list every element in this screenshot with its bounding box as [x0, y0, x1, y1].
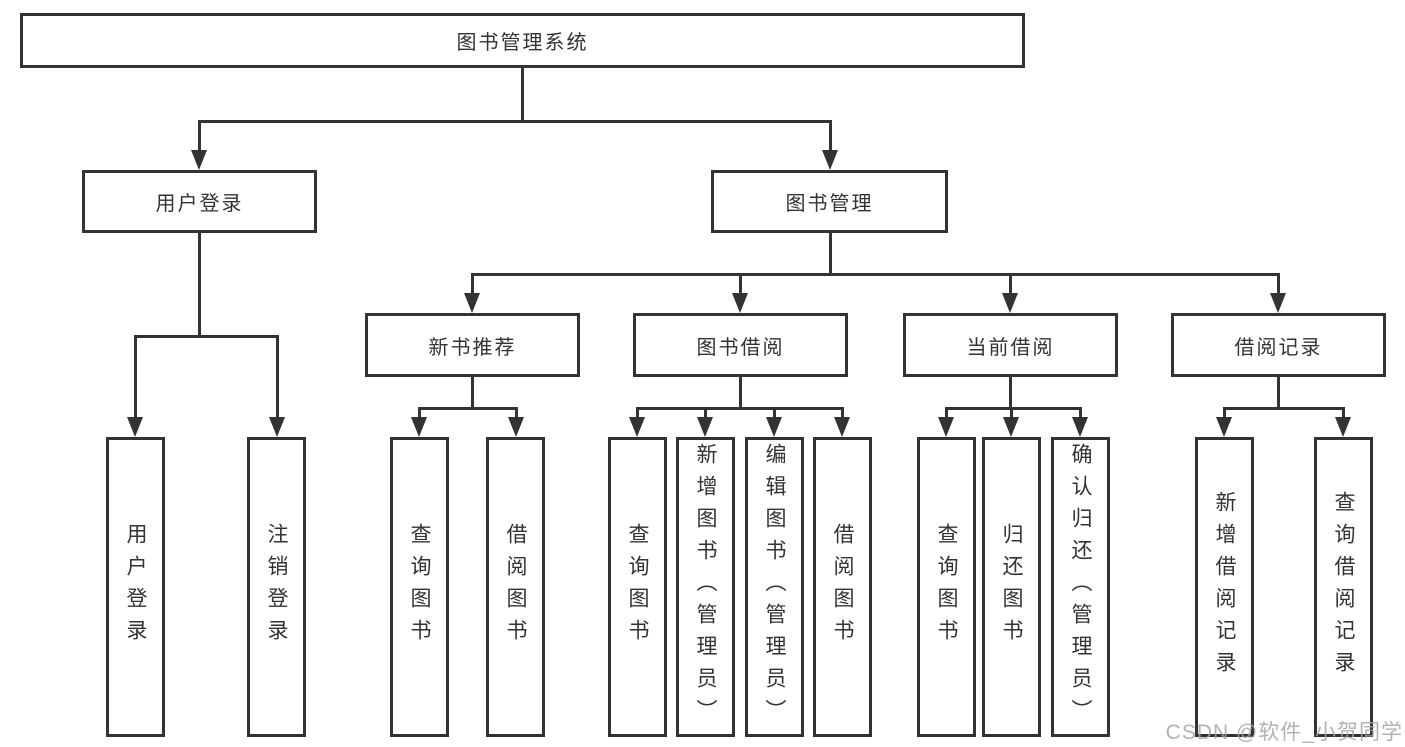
- node-borrow-records: 借阅记录: [1171, 313, 1386, 377]
- leaf-rec-query-books-label: 查询图书: [408, 523, 431, 651]
- arrow-down-icon: [629, 417, 645, 437]
- arrow-down-icon: [127, 417, 143, 437]
- connector-userlogin-vline: [198, 233, 201, 335]
- node-borrow-records-label: 借阅记录: [1234, 336, 1323, 359]
- watermark: CSDN @软件_小贺同学: [1165, 721, 1403, 744]
- leaf-cb-confirm-return-label: 确认归还（管理员）: [1069, 443, 1092, 731]
- connector-bookmgmt-hline: [471, 273, 1280, 276]
- arrow-down-icon: [411, 417, 427, 437]
- connector-currentborrow-hline: [945, 407, 1082, 410]
- leaf-cb-return-books: 归还图书: [982, 437, 1041, 737]
- leaf-user-login-label: 用户登录: [124, 523, 147, 651]
- arrow-down-icon: [1270, 293, 1286, 313]
- arrow-down-icon: [508, 417, 524, 437]
- leaf-rec-borrow-books: 借阅图书: [486, 437, 545, 737]
- connector-userlogin-hline: [135, 335, 279, 338]
- arrow-down-icon: [1335, 417, 1351, 437]
- leaf-br-query-record-label: 查询借阅记录: [1332, 491, 1355, 683]
- connector-bookmgmt-vline: [829, 233, 832, 273]
- leaf-logout: 注销登录: [247, 437, 306, 737]
- arrow-down-icon: [191, 150, 207, 170]
- node-root: 图书管理系统: [20, 13, 1025, 68]
- node-new-book-rec-label: 新书推荐: [428, 336, 517, 359]
- leaf-br-add-record-label: 新增借阅记录: [1213, 491, 1236, 683]
- leaf-bb-add-books: 新增图书（管理员）: [676, 437, 735, 737]
- connector-drop: [276, 335, 279, 420]
- arrow-down-icon: [1003, 417, 1019, 437]
- connector-root-vline: [521, 68, 524, 120]
- node-user-login-label: 用户登录: [155, 193, 244, 215]
- node-book-borrow-label: 图书借阅: [696, 336, 785, 359]
- leaf-bb-query-books: 查询图书: [608, 437, 667, 737]
- leaf-br-query-record: 查询借阅记录: [1314, 437, 1373, 737]
- connector-drop: [704, 407, 707, 420]
- connector-drop: [1223, 407, 1226, 420]
- arrow-down-icon: [464, 293, 480, 313]
- arrow-down-icon: [697, 417, 713, 437]
- node-new-book-rec: 新书推荐: [365, 313, 580, 377]
- leaf-bb-query-books-label: 查询图书: [626, 523, 649, 651]
- leaf-bb-borrow-books-label: 借阅图书: [831, 523, 854, 651]
- connector-drop: [1342, 407, 1345, 420]
- node-current-borrow-label: 当前借阅: [966, 336, 1055, 359]
- arrow-down-icon: [1216, 417, 1232, 437]
- connector-bookborrow-vline: [739, 377, 742, 407]
- node-book-borrow: 图书借阅: [633, 313, 848, 377]
- leaf-rec-borrow-books-label: 借阅图书: [504, 523, 527, 651]
- arrow-down-icon: [1072, 417, 1088, 437]
- arrow-down-icon: [269, 417, 285, 437]
- leaf-rec-query-books: 查询图书: [390, 437, 449, 737]
- connector-drop: [1010, 407, 1013, 420]
- leaf-logout-label: 注销登录: [265, 523, 288, 651]
- leaf-bb-edit-books-label: 编辑图书（管理员）: [763, 443, 786, 731]
- connector-currentborrow-vline: [1009, 377, 1012, 407]
- connector-drop: [515, 407, 518, 420]
- leaf-bb-add-books-label: 新增图书（管理员）: [694, 443, 717, 731]
- connector-drop: [418, 407, 421, 420]
- node-book-mgmt-label: 图书管理: [785, 193, 874, 215]
- node-root-label: 图书管理系统: [456, 32, 589, 54]
- node-book-mgmt: 图书管理: [711, 170, 948, 233]
- leaf-br-add-record: 新增借阅记录: [1195, 437, 1254, 737]
- connector-drop-user-login: [198, 120, 201, 156]
- arrow-down-icon: [1002, 293, 1018, 313]
- leaf-bb-borrow-books: 借阅图书: [813, 437, 872, 737]
- connector-drop: [1277, 273, 1280, 297]
- node-user-login: 用户登录: [82, 170, 317, 233]
- connector-drop: [471, 273, 474, 297]
- connector-drop: [1079, 407, 1082, 420]
- leaf-bb-edit-books: 编辑图书（管理员）: [745, 437, 804, 737]
- connector-newbookrec-vline: [471, 377, 474, 407]
- leaf-cb-query-books: 查询图书: [917, 437, 976, 737]
- connector-borrowrecords-hline: [1223, 407, 1345, 410]
- connector-drop: [636, 407, 639, 420]
- connector-drop: [739, 273, 742, 297]
- node-current-borrow: 当前借阅: [903, 313, 1118, 377]
- connector-borrowrecords-vline: [1277, 377, 1280, 407]
- arrow-down-icon: [834, 417, 850, 437]
- connector-root-hline: [198, 120, 832, 123]
- arrow-down-icon: [766, 417, 782, 437]
- connector-drop: [945, 407, 948, 420]
- arrow-down-icon: [938, 417, 954, 437]
- connector-bookborrow-hline: [636, 407, 844, 410]
- connector-newbookrec-hline: [418, 407, 518, 410]
- leaf-cb-return-books-label: 归还图书: [1000, 523, 1023, 651]
- leaf-cb-confirm-return: 确认归还（管理员）: [1051, 437, 1110, 737]
- leaf-user-login: 用户登录: [106, 437, 165, 737]
- connector-drop: [773, 407, 776, 420]
- arrow-down-icon: [822, 150, 838, 170]
- connector-drop: [841, 407, 844, 420]
- leaf-cb-query-books-label: 查询图书: [935, 523, 958, 651]
- connector-drop: [1009, 273, 1012, 297]
- connector-drop-book-mgmt: [829, 120, 832, 156]
- connector-drop: [134, 335, 137, 420]
- arrow-down-icon: [732, 293, 748, 313]
